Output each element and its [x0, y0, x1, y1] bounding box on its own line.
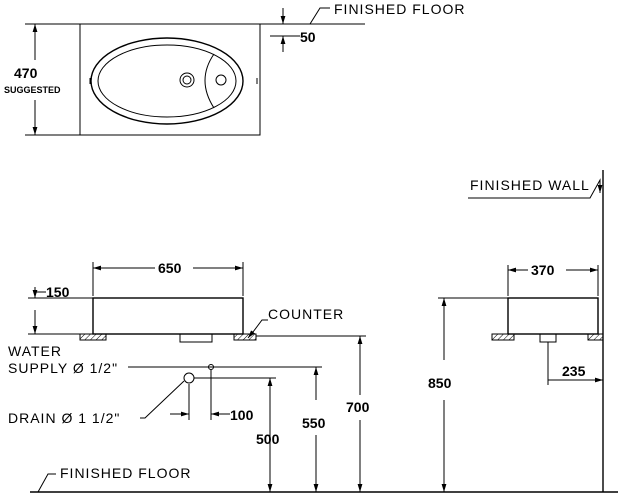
dim-700-label: 700 — [346, 399, 370, 415]
front-view: 650 150 COUNTER WATER SUPPLY Ø 1/2" DRAI… — [8, 260, 618, 493]
bottom-finished-floor-label: FINISHED FLOOR — [60, 465, 191, 481]
side-counter-hatch-right — [587, 333, 604, 341]
dim-500-label: 500 — [256, 431, 280, 447]
front-counter-hatch-right — [233, 333, 257, 341]
side-basin-body — [507, 297, 599, 335]
dim-550-label: 550 — [302, 415, 326, 431]
dim-235-label: 235 — [562, 363, 586, 379]
top-view: FINISHED FLOOR 50 470 SUGGESTED — [4, 1, 465, 136]
dim-370-label: 370 — [531, 262, 555, 278]
dim-100-label: 100 — [230, 407, 254, 423]
bottom-floor-leader — [37, 473, 56, 493]
tap-hole — [215, 74, 227, 86]
drain-circle-outer — [179, 72, 195, 88]
supply-point — [208, 364, 214, 370]
tap-deck-curve — [204, 53, 215, 109]
dim-150-label: 150 — [46, 284, 70, 300]
side-view: FINISHED WALL 370 850 235 — [428, 170, 604, 492]
counter-label: COUNTER — [268, 306, 344, 322]
water-supply-label: WATER — [8, 343, 62, 359]
front-counter-hatch-left — [79, 333, 107, 341]
top-counter-outline — [79, 23, 261, 136]
suggested-label: SUGGESTED — [4, 85, 61, 95]
basin-inner-rim — [97, 44, 237, 118]
drain-circle-inner — [182, 75, 192, 85]
drain-label: DRAIN Ø 1 1/2" — [8, 410, 120, 426]
top-finished-floor-label: FINISHED FLOOR — [334, 1, 465, 17]
dim-650-label: 650 — [158, 260, 182, 276]
side-counter-hatch-left — [491, 333, 515, 341]
dim-50-label: 50 — [300, 29, 316, 45]
front-drain-stub — [179, 334, 213, 343]
drain-leader — [140, 380, 185, 419]
wall-leader — [468, 178, 603, 199]
floor-leader — [300, 7, 330, 25]
drain-point — [183, 372, 195, 384]
front-basin-body — [92, 297, 244, 335]
dim-850-label: 850 — [428, 375, 452, 391]
basin-outer-rim — [90, 37, 244, 125]
side-drain-stub — [539, 334, 557, 343]
water-supply-size-label: SUPPLY Ø 1/2" — [8, 360, 118, 376]
dim-470-label: 470 — [14, 65, 38, 81]
counter-arrow — [247, 330, 255, 339]
finished-wall-label: FINISHED WALL — [470, 177, 590, 193]
